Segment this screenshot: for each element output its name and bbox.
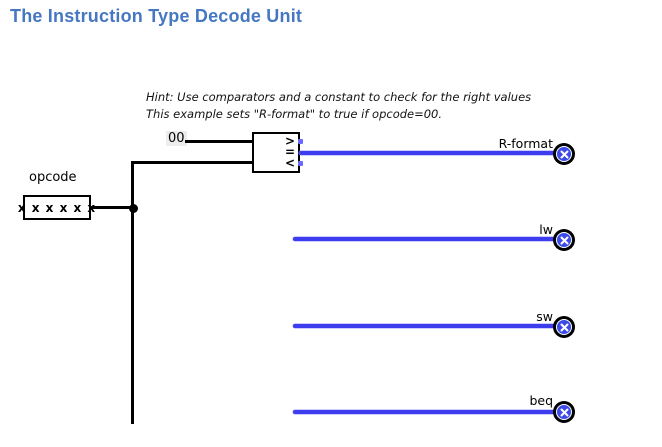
opcode-register-value: x x x x x x	[17, 200, 97, 215]
wire-lw[interactable]	[293, 237, 555, 241]
opcode-register[interactable]: x x x x x x	[18, 195, 95, 220]
x-in-circle-icon	[556, 232, 572, 248]
opcode-label: opcode	[29, 170, 77, 185]
wire-opcode-box-out[interactable]	[90, 206, 131, 209]
output-connector-r-format[interactable]	[553, 143, 575, 165]
hint-line-1: Hint: Use comparators and a constant to …	[146, 90, 532, 104]
wire-r-format[interactable]	[299, 151, 555, 155]
output-label-r-format: R-format	[498, 136, 553, 151]
x-in-circle-icon	[556, 404, 572, 420]
wire-constant-to-comparator[interactable]	[185, 140, 252, 143]
comparator-gt-port[interactable]	[298, 139, 303, 144]
comparator-eq-symbol: =	[284, 145, 295, 159]
output-label-beq: beq	[529, 393, 553, 408]
x-in-circle-icon	[556, 319, 572, 335]
comparator-component[interactable]: > = <	[252, 132, 300, 173]
hint-line-2: This example sets "R-format" to true if …	[146, 107, 443, 121]
x-in-circle-icon	[556, 146, 572, 162]
comparator-lt-port[interactable]	[298, 161, 303, 166]
wire-junction-dot[interactable]	[129, 204, 138, 213]
constant-value[interactable]: 00	[166, 131, 187, 146]
wire-opcode-bus-vertical[interactable]	[131, 161, 134, 424]
wire-opcode-to-comparator[interactable]	[131, 161, 252, 164]
comparator-lt-symbol: <	[284, 156, 295, 170]
comparator-gt-symbol: >	[284, 134, 295, 148]
output-label-lw: lw	[539, 222, 553, 237]
wire-beq[interactable]	[293, 410, 555, 414]
output-connector-lw[interactable]	[553, 229, 575, 251]
output-connector-beq[interactable]	[553, 401, 575, 423]
page-title: The Instruction Type Decode Unit	[10, 6, 303, 26]
wire-sw[interactable]	[293, 324, 555, 328]
output-connector-sw[interactable]	[553, 316, 575, 338]
output-label-sw: sw	[536, 309, 553, 324]
